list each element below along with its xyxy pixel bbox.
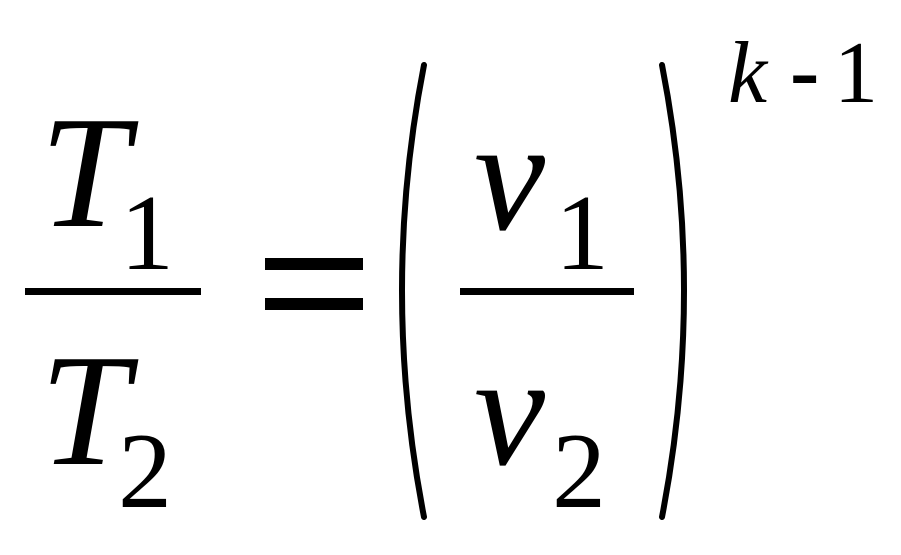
- rhs-fraction-bar: [460, 288, 634, 295]
- equals-top-bar: [265, 258, 363, 270]
- lhs-numerator-subscript: 1: [120, 174, 174, 293]
- lhs-denominator-symbol: T: [40, 321, 129, 499]
- left-parenthesis: [399, 62, 427, 520]
- lhs-numerator-symbol: T: [40, 83, 129, 261]
- exponent-variable: k: [728, 25, 768, 122]
- rhs-numerator-subscript: 1: [555, 174, 609, 293]
- exponent-minus: -: [790, 23, 820, 120]
- lhs-denominator-subscript: 2: [118, 412, 172, 531]
- equals-bottom-bar: [265, 298, 363, 310]
- right-parenthesis: [659, 62, 687, 520]
- rhs-denominator-subscript: 2: [552, 412, 606, 531]
- rhs-denominator-symbol: v: [474, 321, 546, 499]
- lhs-fraction-bar: [25, 288, 201, 295]
- exponent-constant: 1: [834, 25, 878, 122]
- rhs-numerator-symbol: v: [474, 86, 546, 264]
